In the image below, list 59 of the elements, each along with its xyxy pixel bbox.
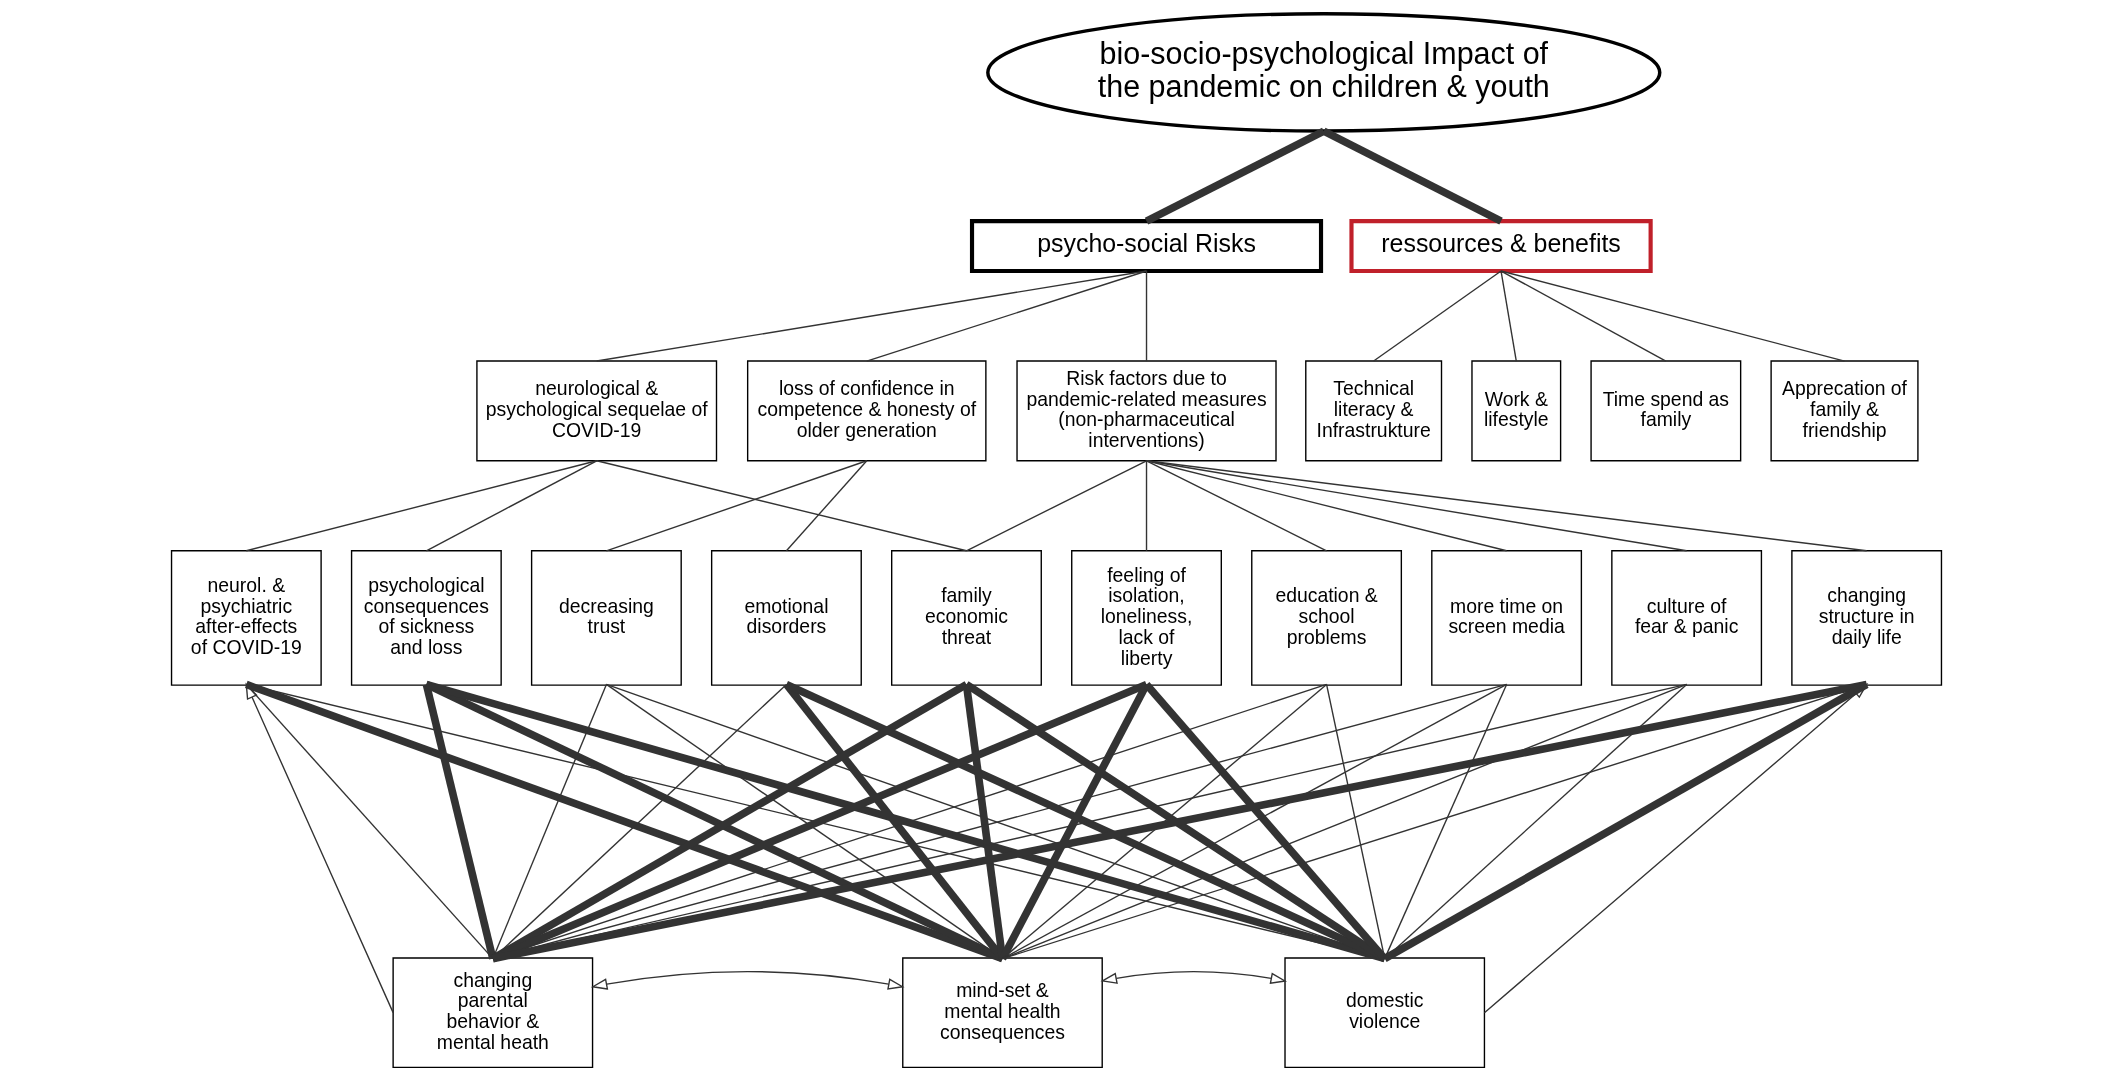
connector <box>1001 683 1507 960</box>
connector <box>245 683 1385 960</box>
connector <box>784 680 1386 963</box>
connector <box>965 460 1147 552</box>
connector <box>1499 270 1845 362</box>
connector <box>1145 460 1687 552</box>
connector <box>605 460 867 552</box>
connector <box>425 460 597 552</box>
connector <box>785 460 867 552</box>
node-box: domestic violence <box>1283 957 1485 1069</box>
connector <box>424 681 1004 963</box>
connector <box>605 683 1385 960</box>
connector <box>1145 460 1327 552</box>
node-ellipse: bio-socio-psychological Impact of the pandemic on children & youth <box>985 12 1661 133</box>
arrow <box>1483 683 1868 1014</box>
arrow <box>244 682 394 1014</box>
node-box: neurol. & psychiatric after-effects of COVID-19 <box>170 550 322 686</box>
connector <box>244 680 1004 963</box>
connector <box>1145 460 1867 552</box>
connector <box>245 460 597 552</box>
node-box: Time spend as family <box>1589 360 1741 462</box>
connector <box>595 270 1147 362</box>
arrow <box>1099 970 1287 984</box>
connector <box>1372 270 1502 362</box>
node-box: loss of confidence in competence & honesty of older generation <box>746 360 987 462</box>
node-box: decreasing trust <box>530 550 682 686</box>
node-box: changing structure in daily life <box>1790 550 1942 686</box>
connector <box>1144 127 1325 225</box>
connector <box>1001 683 1687 960</box>
connector <box>595 460 967 552</box>
node-box: neurological & psychological sequelae of COVID-19 <box>475 360 717 462</box>
node-box: Apprecation of family & friendship <box>1769 360 1919 462</box>
node-box: psycho-social Risks <box>969 219 1323 274</box>
node-box: ressources & benefits <box>1348 219 1653 274</box>
node-box: Work & lifestyle <box>1470 360 1561 462</box>
node-box: Technical literacy & Infrastrukture <box>1304 360 1442 462</box>
node-box: education & school problems <box>1250 550 1402 686</box>
node-box: feeling of isolation, loneliness, lack of liberty <box>1070 550 1222 686</box>
connector <box>963 681 1387 962</box>
node-box: psychological consequences of sickness and loss <box>350 550 502 686</box>
node-box: culture of fear & panic <box>1610 550 1762 686</box>
connector <box>1145 460 1507 552</box>
connector <box>865 270 1147 362</box>
connector <box>1001 683 1867 960</box>
connector <box>490 680 1148 963</box>
connector <box>1499 270 1517 362</box>
node-box: Risk factors due to pandemic-related measures (non-pharmaceutical interventions) <box>1015 360 1277 462</box>
node-box: more time on screen media <box>1430 550 1582 686</box>
connector <box>1499 270 1667 362</box>
connector <box>1145 270 1147 362</box>
connector <box>1145 460 1147 552</box>
connector <box>422 683 497 960</box>
connector <box>1321 127 1503 225</box>
connector <box>1382 681 1869 962</box>
node-box: emotional disorders <box>710 550 862 686</box>
arrow <box>590 970 905 990</box>
node-box: family economic threat <box>890 550 1042 686</box>
node-box: changing parental behavior & mental heath <box>391 957 593 1069</box>
node-box: mind-set & mental health consequences <box>901 957 1103 1069</box>
